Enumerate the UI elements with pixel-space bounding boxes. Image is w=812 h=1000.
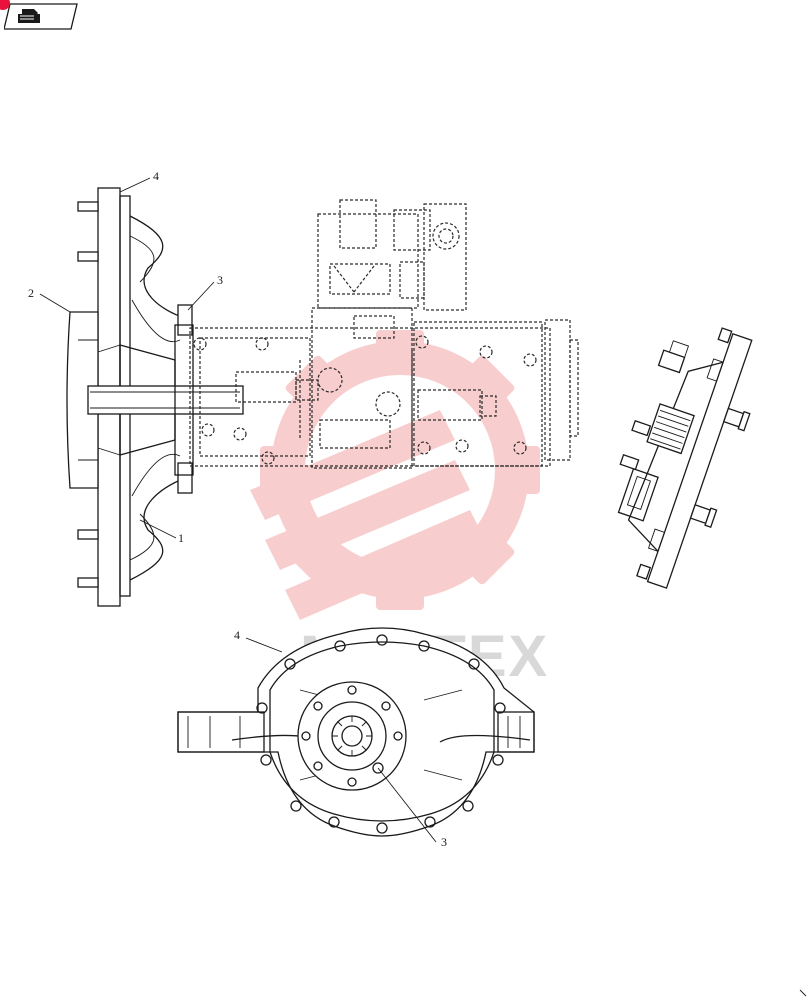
callout-1: 1 [178, 531, 184, 545]
badge-accent-dot [0, 0, 10, 10]
callout-3-bottom: 3 [441, 835, 447, 849]
corner-mark [799, 989, 807, 997]
callout-2: 2 [28, 286, 34, 300]
housing-flange-side-view [66, 187, 244, 607]
callout-lines [39, 177, 437, 843]
callout-3-top: 3 [217, 273, 223, 287]
axle-housing-front-view [177, 627, 535, 837]
callout-4-bottom: 4 [234, 628, 240, 642]
housing-flange-isometric-view [617, 327, 753, 589]
book-arrow-icon [18, 9, 40, 23]
watermark-gear-logo [250, 330, 540, 620]
callout-4-top: 4 [153, 169, 159, 183]
back-to-index-badge[interactable] [4, 3, 78, 30]
pump-assembly-phantom [189, 199, 579, 469]
